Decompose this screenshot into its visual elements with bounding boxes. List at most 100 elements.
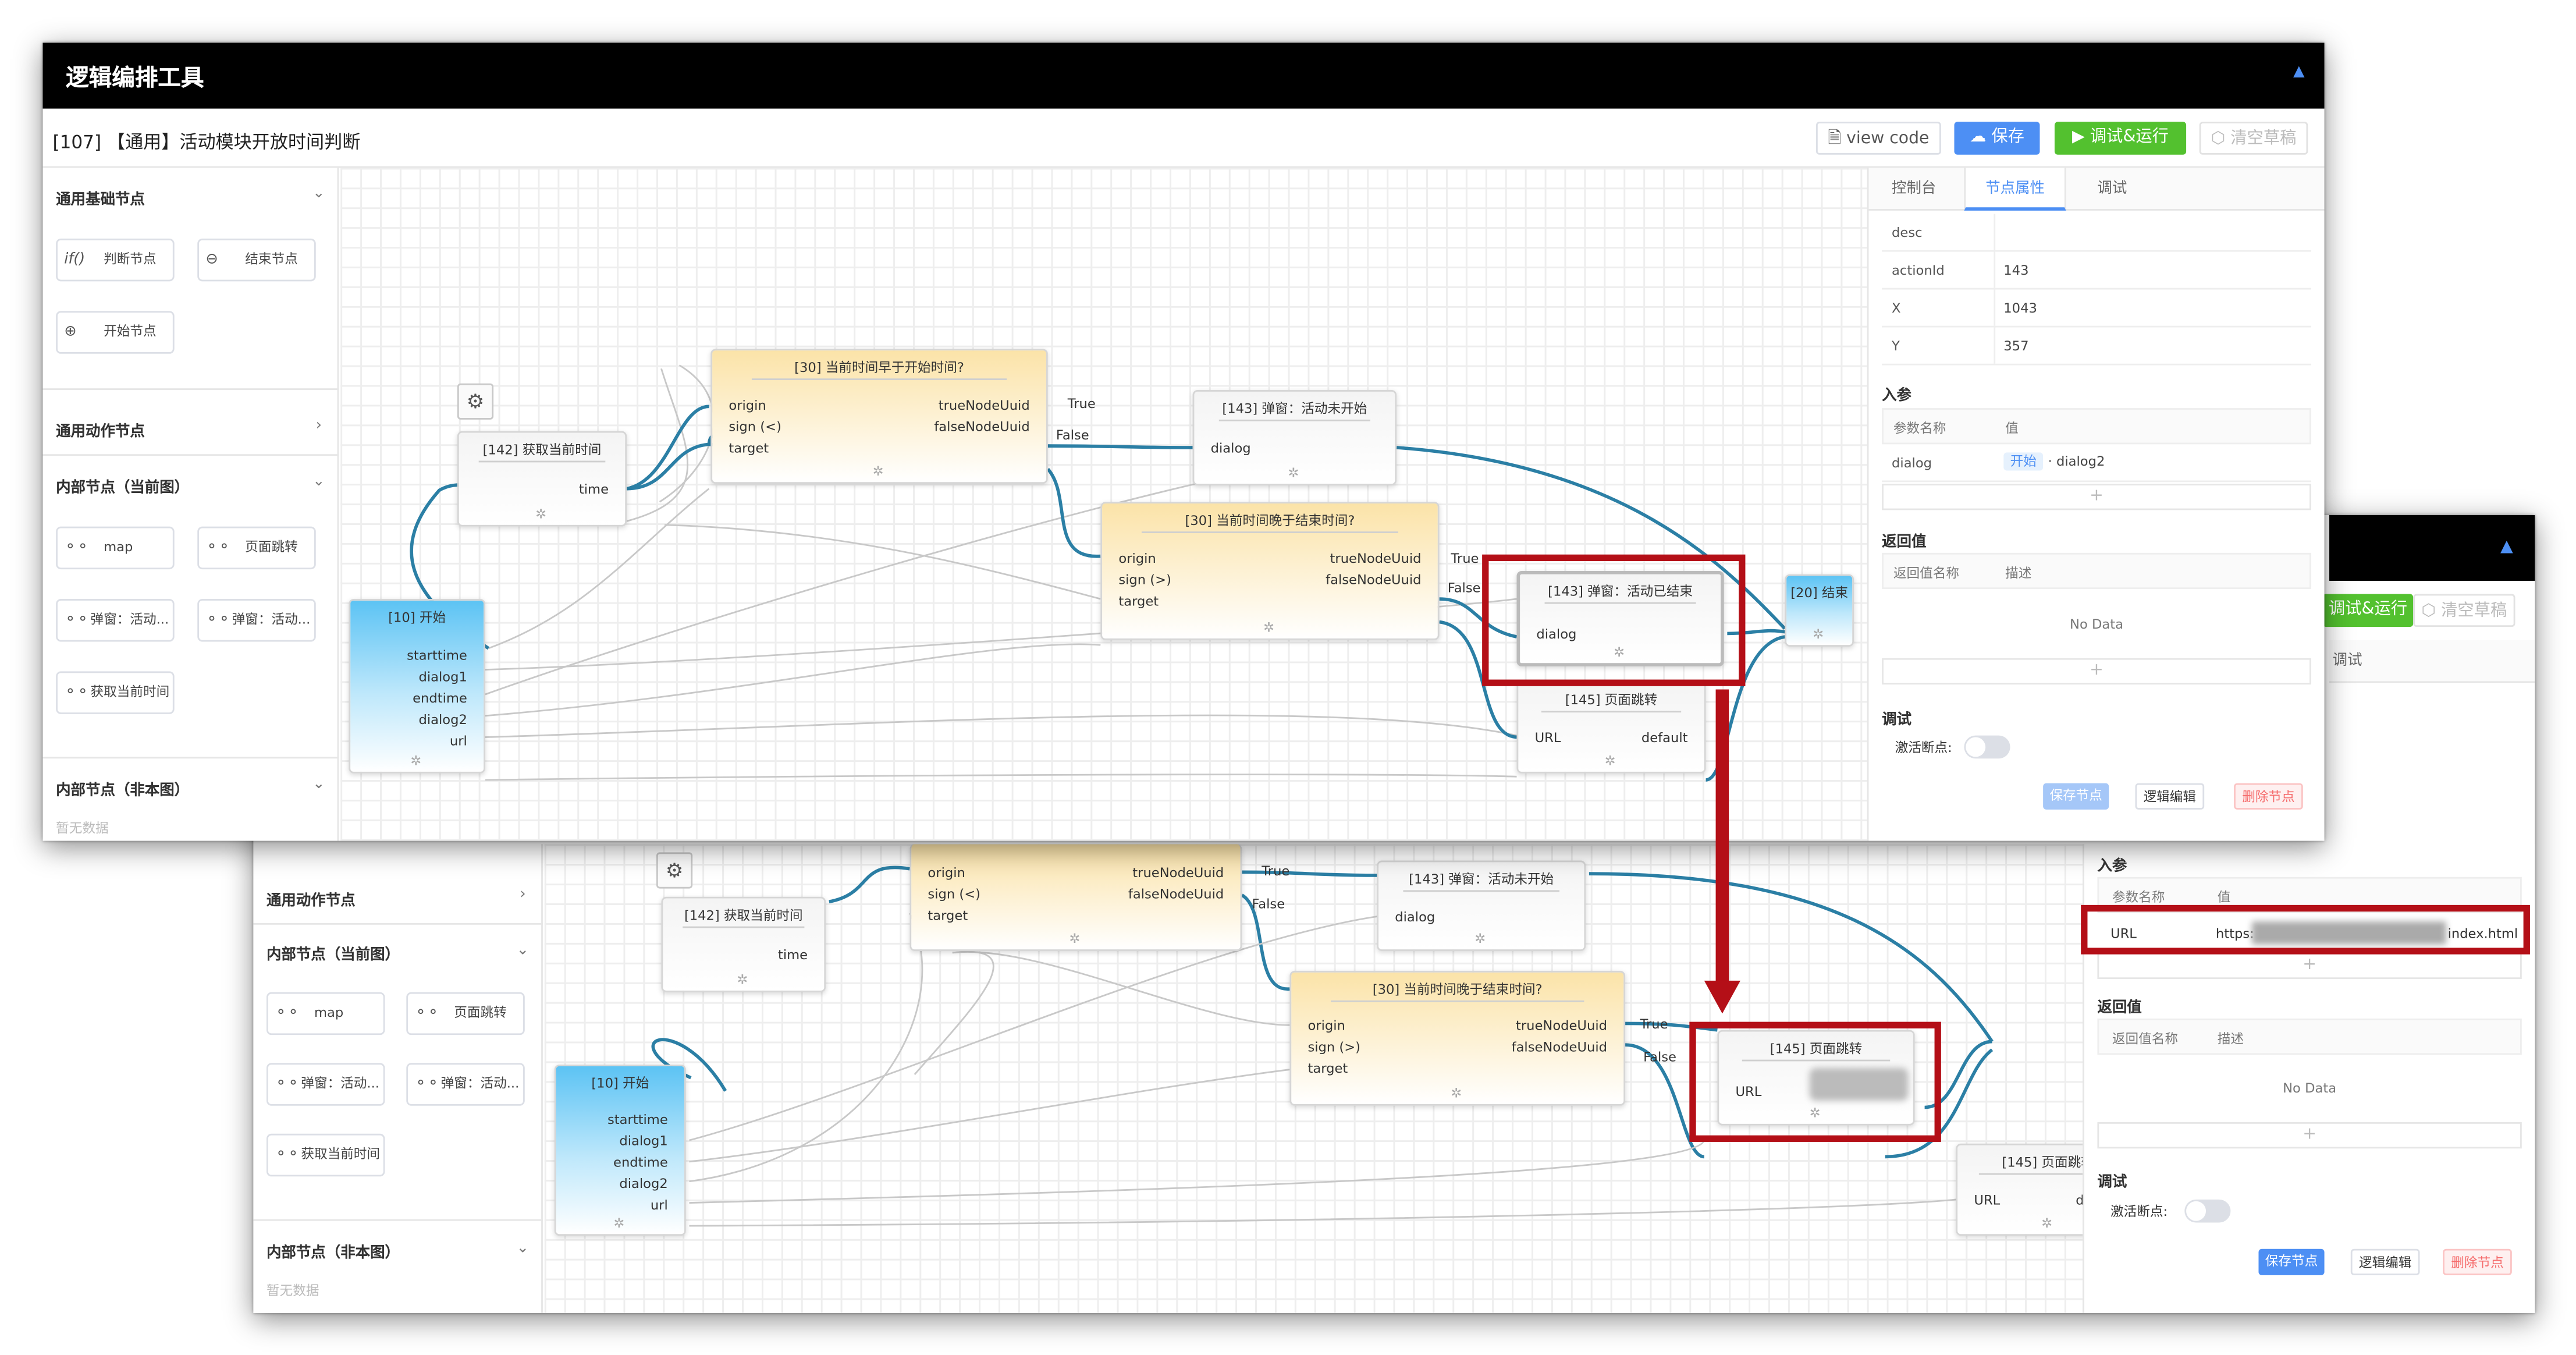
inputs-title: 入参 [1882, 388, 1912, 405]
back-bell-icon[interactable]: ▲ [2500, 538, 2513, 556]
pal-end-node[interactable]: ⊖结束节点 [197, 238, 316, 282]
gear-icon[interactable]: ✲ [2041, 1216, 2053, 1231]
chevron-right-icon[interactable]: › [520, 886, 526, 904]
logic-edit-button[interactable]: 逻辑编辑 [2135, 783, 2205, 810]
gear-icon[interactable]: ✲ [613, 1216, 625, 1231]
clear-draft-button[interactable]: ⬡ 清空草稿 [2199, 122, 2308, 155]
back-breakpoint-toggle[interactable] [2184, 1199, 2231, 1223]
section-internal[interactable]: 内部节点（当前图） [56, 480, 190, 497]
back-run-button[interactable]: 调试&运行 [2322, 594, 2414, 627]
pal-dialog-1[interactable]: ⚬⚬弹窗：活动... [56, 599, 175, 642]
chevron-down-icon[interactable]: ⌄ [312, 474, 325, 491]
pal-dialog-2[interactable]: ⚬⚬弹窗：活动... [197, 599, 316, 642]
back-delete-node-button[interactable]: 删除节点 [2443, 1248, 2512, 1275]
add-input-button[interactable]: + [1882, 484, 2311, 510]
back-pal-map[interactable]: ⚬⚬map [266, 992, 385, 1035]
section-external[interactable]: 内部节点（非本图） [56, 783, 190, 800]
debug-run-button[interactable]: ▶ 调试&运行 [2054, 122, 2187, 155]
save-button[interactable]: ☁ 保存 [1954, 122, 2040, 155]
gear-icon[interactable]: ✲ [872, 464, 884, 479]
gear-icon[interactable]: ✲ [737, 972, 748, 988]
tab-console[interactable]: 控制台 [1892, 180, 1937, 198]
play-icon: ▶ [2072, 128, 2085, 147]
gear-icon[interactable]: ✲ [535, 506, 547, 522]
back-pal-dialog2[interactable]: ⚬⚬弹窗：活动... [406, 1063, 525, 1106]
chevron-down-icon[interactable]: ⌄ [312, 776, 325, 793]
gear-icon[interactable]: ✲ [1451, 1086, 1462, 1101]
node-icon: ⚬⚬ [414, 1076, 440, 1093]
gear-icon[interactable]: ✲ [410, 753, 422, 769]
gear-icon[interactable]: ✲ [1069, 931, 1081, 946]
node-end[interactable]: [20] 结束✲ [1785, 574, 1854, 647]
back-tab-debug[interactable]: 调试 [2332, 653, 2362, 670]
save-node-button[interactable]: 保存节点 [2043, 783, 2109, 810]
back-pal-time[interactable]: ⚬⚬获取当前时间 [266, 1133, 385, 1177]
back-section-action[interactable]: 通用动作节点 [266, 893, 356, 910]
debug-bug-icon[interactable]: ⚙ [457, 383, 494, 420]
back-pal-dialog1[interactable]: ⚬⚬弹窗：活动... [266, 1063, 385, 1106]
back-edges [651, 866, 1994, 1227]
back-logic-edit-button[interactable]: 逻辑编辑 [2350, 1248, 2420, 1275]
view-code-button[interactable]: 🗎 view code [1816, 122, 1941, 155]
back-save-node-button[interactable]: 保存节点 [2258, 1248, 2325, 1275]
chevron-down-icon[interactable]: ⌄ [516, 1240, 530, 1257]
no-data-text: No Data [2070, 617, 2123, 632]
section-action[interactable]: 通用动作节点 [56, 424, 145, 441]
pal-start-node[interactable]: ⊕开始节点 [56, 311, 175, 354]
back-bug-icon[interactable]: ⚙ [656, 852, 693, 889]
back-clear-button[interactable]: ⬡ 清空草稿 [2413, 594, 2515, 627]
breakpoint-toggle[interactable] [1964, 735, 2010, 759]
section-basic[interactable]: 通用基础节点 [56, 192, 145, 210]
gear-icon[interactable]: ✲ [1614, 645, 1625, 660]
gear-icon[interactable]: ✲ [1813, 627, 1824, 642]
divider [42, 388, 339, 390]
back-add-return-button[interactable]: + [2097, 1122, 2522, 1149]
add-return-button[interactable]: + [1882, 658, 2311, 685]
back-pal-jump[interactable]: ⚬⚬页面跳转 [406, 992, 525, 1035]
back-add-input-button[interactable]: + [2097, 952, 2522, 980]
prop-row-desc[interactable]: desc [1882, 214, 2311, 252]
gear-icon[interactable]: ✲ [1604, 753, 1616, 769]
gear-icon[interactable]: ✲ [1474, 931, 1486, 946]
back-run-label: 调试&运行 [2328, 600, 2408, 619]
chevron-down-icon[interactable]: ⌄ [312, 186, 325, 203]
gear-icon[interactable]: ✲ [1263, 620, 1275, 636]
tab-debug[interactable]: 调试 [2097, 180, 2127, 198]
pal-judge-node[interactable]: if()判断节点 [56, 238, 175, 282]
back-section-external[interactable]: 内部节点（非本图） [266, 1246, 400, 1262]
bell-icon[interactable]: ▲ [2293, 64, 2305, 81]
pal-map[interactable]: ⚬⚬map [56, 526, 175, 570]
edge [1242, 870, 1377, 877]
empty-text: 暂无数据 [56, 821, 109, 836]
pal-get-time[interactable]: ⚬⚬获取当前时间 [56, 671, 175, 714]
chevron-right-icon[interactable]: › [315, 418, 322, 435]
pal-page-jump[interactable]: ⚬⚬页面跳转 [197, 526, 316, 570]
chevron-down-icon[interactable]: ⌄ [516, 942, 530, 960]
tab-node-props[interactable]: 节点属性 [1964, 168, 2066, 211]
gear-icon[interactable]: ✲ [1288, 466, 1299, 481]
debug-title: 调试 [1882, 712, 1912, 729]
back-section-internal[interactable]: 内部节点（当前图） [266, 948, 400, 964]
gear-icon[interactable]: ✲ [1809, 1105, 1821, 1121]
delete-node-button[interactable]: 删除节点 [2234, 783, 2303, 810]
